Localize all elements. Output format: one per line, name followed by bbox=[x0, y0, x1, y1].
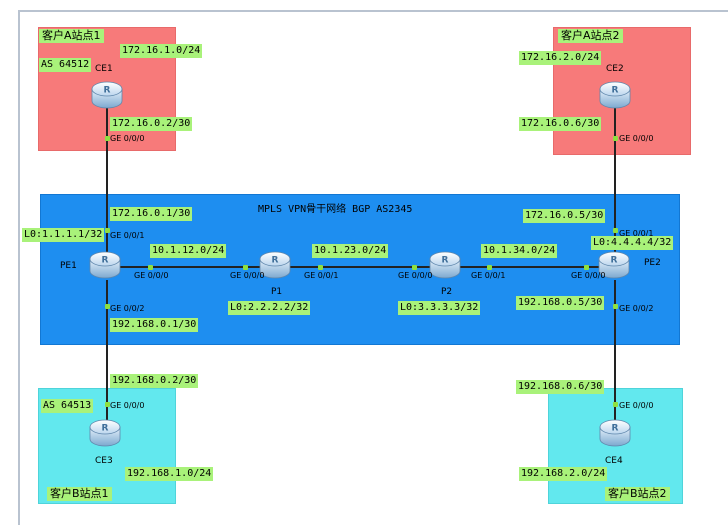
link-pe1-p1-subnet: 10.1.12.0/24 bbox=[150, 244, 227, 258]
link-pe2-ce4 bbox=[614, 280, 616, 420]
ce3-port: GE 0/0/0 bbox=[110, 401, 145, 410]
port-dot bbox=[613, 228, 618, 233]
site-a1-title: 客户A站点1 bbox=[39, 29, 104, 43]
router-icon-ce4[interactable]: R bbox=[598, 418, 632, 448]
router-icon-pe2[interactable]: R bbox=[597, 250, 631, 280]
pe2-ip-ce4: 192.168.0.5/30 bbox=[516, 296, 605, 310]
ce3-label: CE3 bbox=[95, 456, 113, 466]
port-dot bbox=[487, 265, 492, 270]
p1-port-p2: GE 0/0/1 bbox=[304, 271, 339, 280]
p2-port-pe2: GE 0/0/1 bbox=[471, 271, 506, 280]
window-top-border bbox=[18, 10, 728, 12]
site-a1-as: AS 64512 bbox=[39, 58, 92, 72]
pe1-port-p1: GE 0/0/0 bbox=[134, 271, 169, 280]
pe1-ip-ce1: 172.16.0.1/30 bbox=[110, 207, 193, 221]
pe2-label: PE2 bbox=[644, 258, 661, 268]
port-dot bbox=[105, 228, 110, 233]
port-dot bbox=[243, 265, 248, 270]
p1-loopback: L0:2.2.2.2/32 bbox=[228, 301, 311, 315]
site-b1-as: AS 64513 bbox=[41, 399, 94, 413]
site-b1-prefix: 192.168.1.0/24 bbox=[125, 467, 214, 481]
pe2-loopback: L0:4.4.4.4/32 bbox=[591, 236, 674, 250]
site-a2-title: 客户A站点2 bbox=[558, 29, 623, 43]
port-dot bbox=[412, 265, 417, 270]
svg-text:R: R bbox=[612, 86, 619, 96]
port-dot bbox=[318, 265, 323, 270]
svg-text:R: R bbox=[102, 424, 109, 434]
port-dot bbox=[105, 402, 110, 407]
link-p1-p2-subnet: 10.1.23.0/24 bbox=[312, 244, 389, 258]
port-dot bbox=[613, 136, 618, 141]
link-ce1-pe1 bbox=[106, 100, 108, 260]
site-b1-title: 客户B站点1 bbox=[47, 487, 112, 501]
port-dot bbox=[584, 265, 589, 270]
port-dot bbox=[148, 265, 153, 270]
router-icon-p1[interactable]: R bbox=[258, 250, 292, 280]
port-dot bbox=[105, 304, 110, 309]
ce4-port: GE 0/0/0 bbox=[619, 401, 654, 410]
p2-port-p1: GE 0/0/0 bbox=[398, 271, 433, 280]
svg-text:R: R bbox=[611, 256, 618, 266]
site-a1-prefix: 172.16.1.0/24 bbox=[120, 44, 203, 58]
pe2-port-p2: GE 0/0/0 bbox=[571, 271, 606, 280]
ce4-label: CE4 bbox=[605, 456, 623, 466]
p2-label: P2 bbox=[441, 287, 453, 297]
ce2-port: GE 0/0/0 bbox=[619, 134, 654, 143]
pe2-port-ce4: GE 0/0/2 bbox=[619, 304, 654, 313]
ce1-link-ip: 172.16.0.2/30 bbox=[110, 117, 193, 131]
site-b2-title: 客户B站点2 bbox=[605, 487, 670, 501]
link-ce2-pe2 bbox=[614, 100, 616, 260]
pe2-ip-ce2: 172.16.0.5/30 bbox=[523, 209, 606, 223]
ce2-label: CE2 bbox=[606, 64, 624, 74]
ce4-link-ip: 192.168.0.6/30 bbox=[516, 380, 605, 394]
backbone-title: MPLS VPN骨干网络 BGP AS2345 bbox=[258, 204, 413, 215]
ce2-link-ip: 172.16.0.6/30 bbox=[519, 117, 602, 131]
pe1-loopback: L0:1.1.1.1/32 bbox=[22, 228, 105, 242]
ce1-label: CE1 bbox=[95, 64, 113, 74]
router-icon-pe1[interactable]: R bbox=[88, 250, 122, 280]
port-dot bbox=[613, 402, 618, 407]
p1-label: P1 bbox=[271, 287, 283, 297]
router-icon-ce3[interactable]: R bbox=[88, 418, 122, 448]
ce1-port: GE 0/0/0 bbox=[110, 134, 145, 143]
port-dot bbox=[613, 304, 618, 309]
router-icon-p2[interactable]: R bbox=[428, 250, 462, 280]
router-icon-ce1[interactable]: R bbox=[90, 80, 124, 110]
site-a2-prefix: 172.16.2.0/24 bbox=[519, 51, 602, 65]
pe1-label: PE1 bbox=[60, 261, 77, 271]
svg-text:R: R bbox=[272, 256, 279, 266]
link-p2-pe2 bbox=[460, 266, 600, 268]
link-pe1-ce3 bbox=[106, 280, 108, 420]
p1-port-pe1: GE 0/0/0 bbox=[230, 271, 265, 280]
link-pe1-p1 bbox=[120, 266, 260, 268]
router-icon-ce2[interactable]: R bbox=[598, 80, 632, 110]
window-left-border bbox=[18, 10, 20, 525]
pe1-ip-ce3: 192.168.0.1/30 bbox=[110, 318, 199, 332]
svg-text:R: R bbox=[104, 86, 111, 96]
pe2-port-ce2: GE 0/0/1 bbox=[619, 229, 654, 238]
port-dot bbox=[105, 136, 110, 141]
link-p2-pe2-subnet: 10.1.34.0/24 bbox=[481, 244, 558, 258]
svg-text:R: R bbox=[442, 256, 449, 266]
link-p1-p2 bbox=[290, 266, 430, 268]
svg-text:R: R bbox=[612, 424, 619, 434]
site-b2-prefix: 192.168.2.0/24 bbox=[519, 467, 608, 481]
pe1-port-ce3: GE 0/0/2 bbox=[110, 304, 145, 313]
ce3-link-ip: 192.168.0.2/30 bbox=[110, 374, 199, 388]
svg-text:R: R bbox=[102, 256, 109, 266]
pe1-port-ce1: GE 0/0/1 bbox=[110, 231, 145, 240]
p2-loopback: L0:3.3.3.3/32 bbox=[398, 301, 481, 315]
